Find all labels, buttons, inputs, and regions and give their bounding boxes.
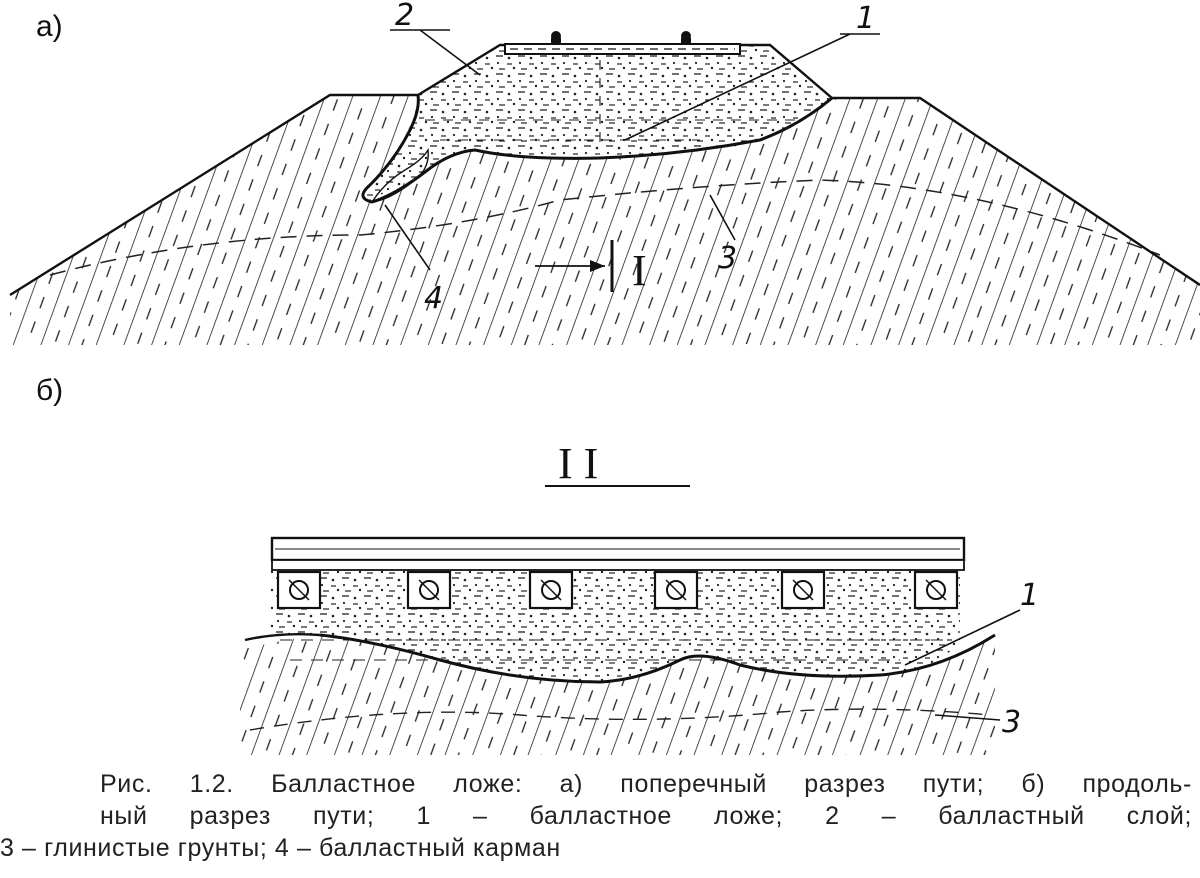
caption-line-1: Рис. 1.2. Балластное ложе: а) поперечный… — [100, 770, 1192, 798]
svg-text:I I: I I — [558, 439, 598, 488]
svg-text:1: 1 — [856, 1, 875, 36]
part-a-label: а) — [36, 10, 63, 43]
rail-b — [270, 536, 966, 571]
callout-1-b: 1 — [904, 578, 1039, 666]
part-b-label: б) — [36, 374, 63, 407]
section-cut-mark: I — [535, 240, 647, 295]
sleeper-with-rails — [504, 31, 741, 55]
svg-text:3: 3 — [718, 241, 737, 276]
svg-text:3: 3 — [1002, 705, 1021, 740]
callout-3-b: 3 — [934, 705, 1021, 740]
ballast-pocket — [370, 147, 429, 203]
section-title: I I — [545, 439, 690, 488]
caption-line-3: 3 – глинистые грунты; 4 – балластный кар… — [0, 834, 561, 862]
callout-3-a: 3 — [709, 194, 737, 276]
callout-1-a: 1 — [624, 1, 880, 141]
figure-caption: Рис. 1.2. Балластное ложе: а) поперечный… — [0, 768, 1192, 864]
callout-4-a: 4 — [384, 204, 443, 316]
svg-text:4: 4 — [424, 281, 443, 316]
svg-text:1: 1 — [1020, 578, 1039, 613]
callout-2-a: 2 — [390, 0, 481, 76]
ballast-bed-bottom-a — [361, 94, 833, 204]
sleepers-b — [276, 570, 959, 610]
ballast-bed-bottom-b — [319, 633, 996, 684]
svg-text:2: 2 — [395, 0, 414, 33]
caption-line-2: ный разрез пути; 1 – балластное ложе; 2 … — [100, 802, 1192, 830]
svg-text:I: I — [632, 246, 647, 295]
